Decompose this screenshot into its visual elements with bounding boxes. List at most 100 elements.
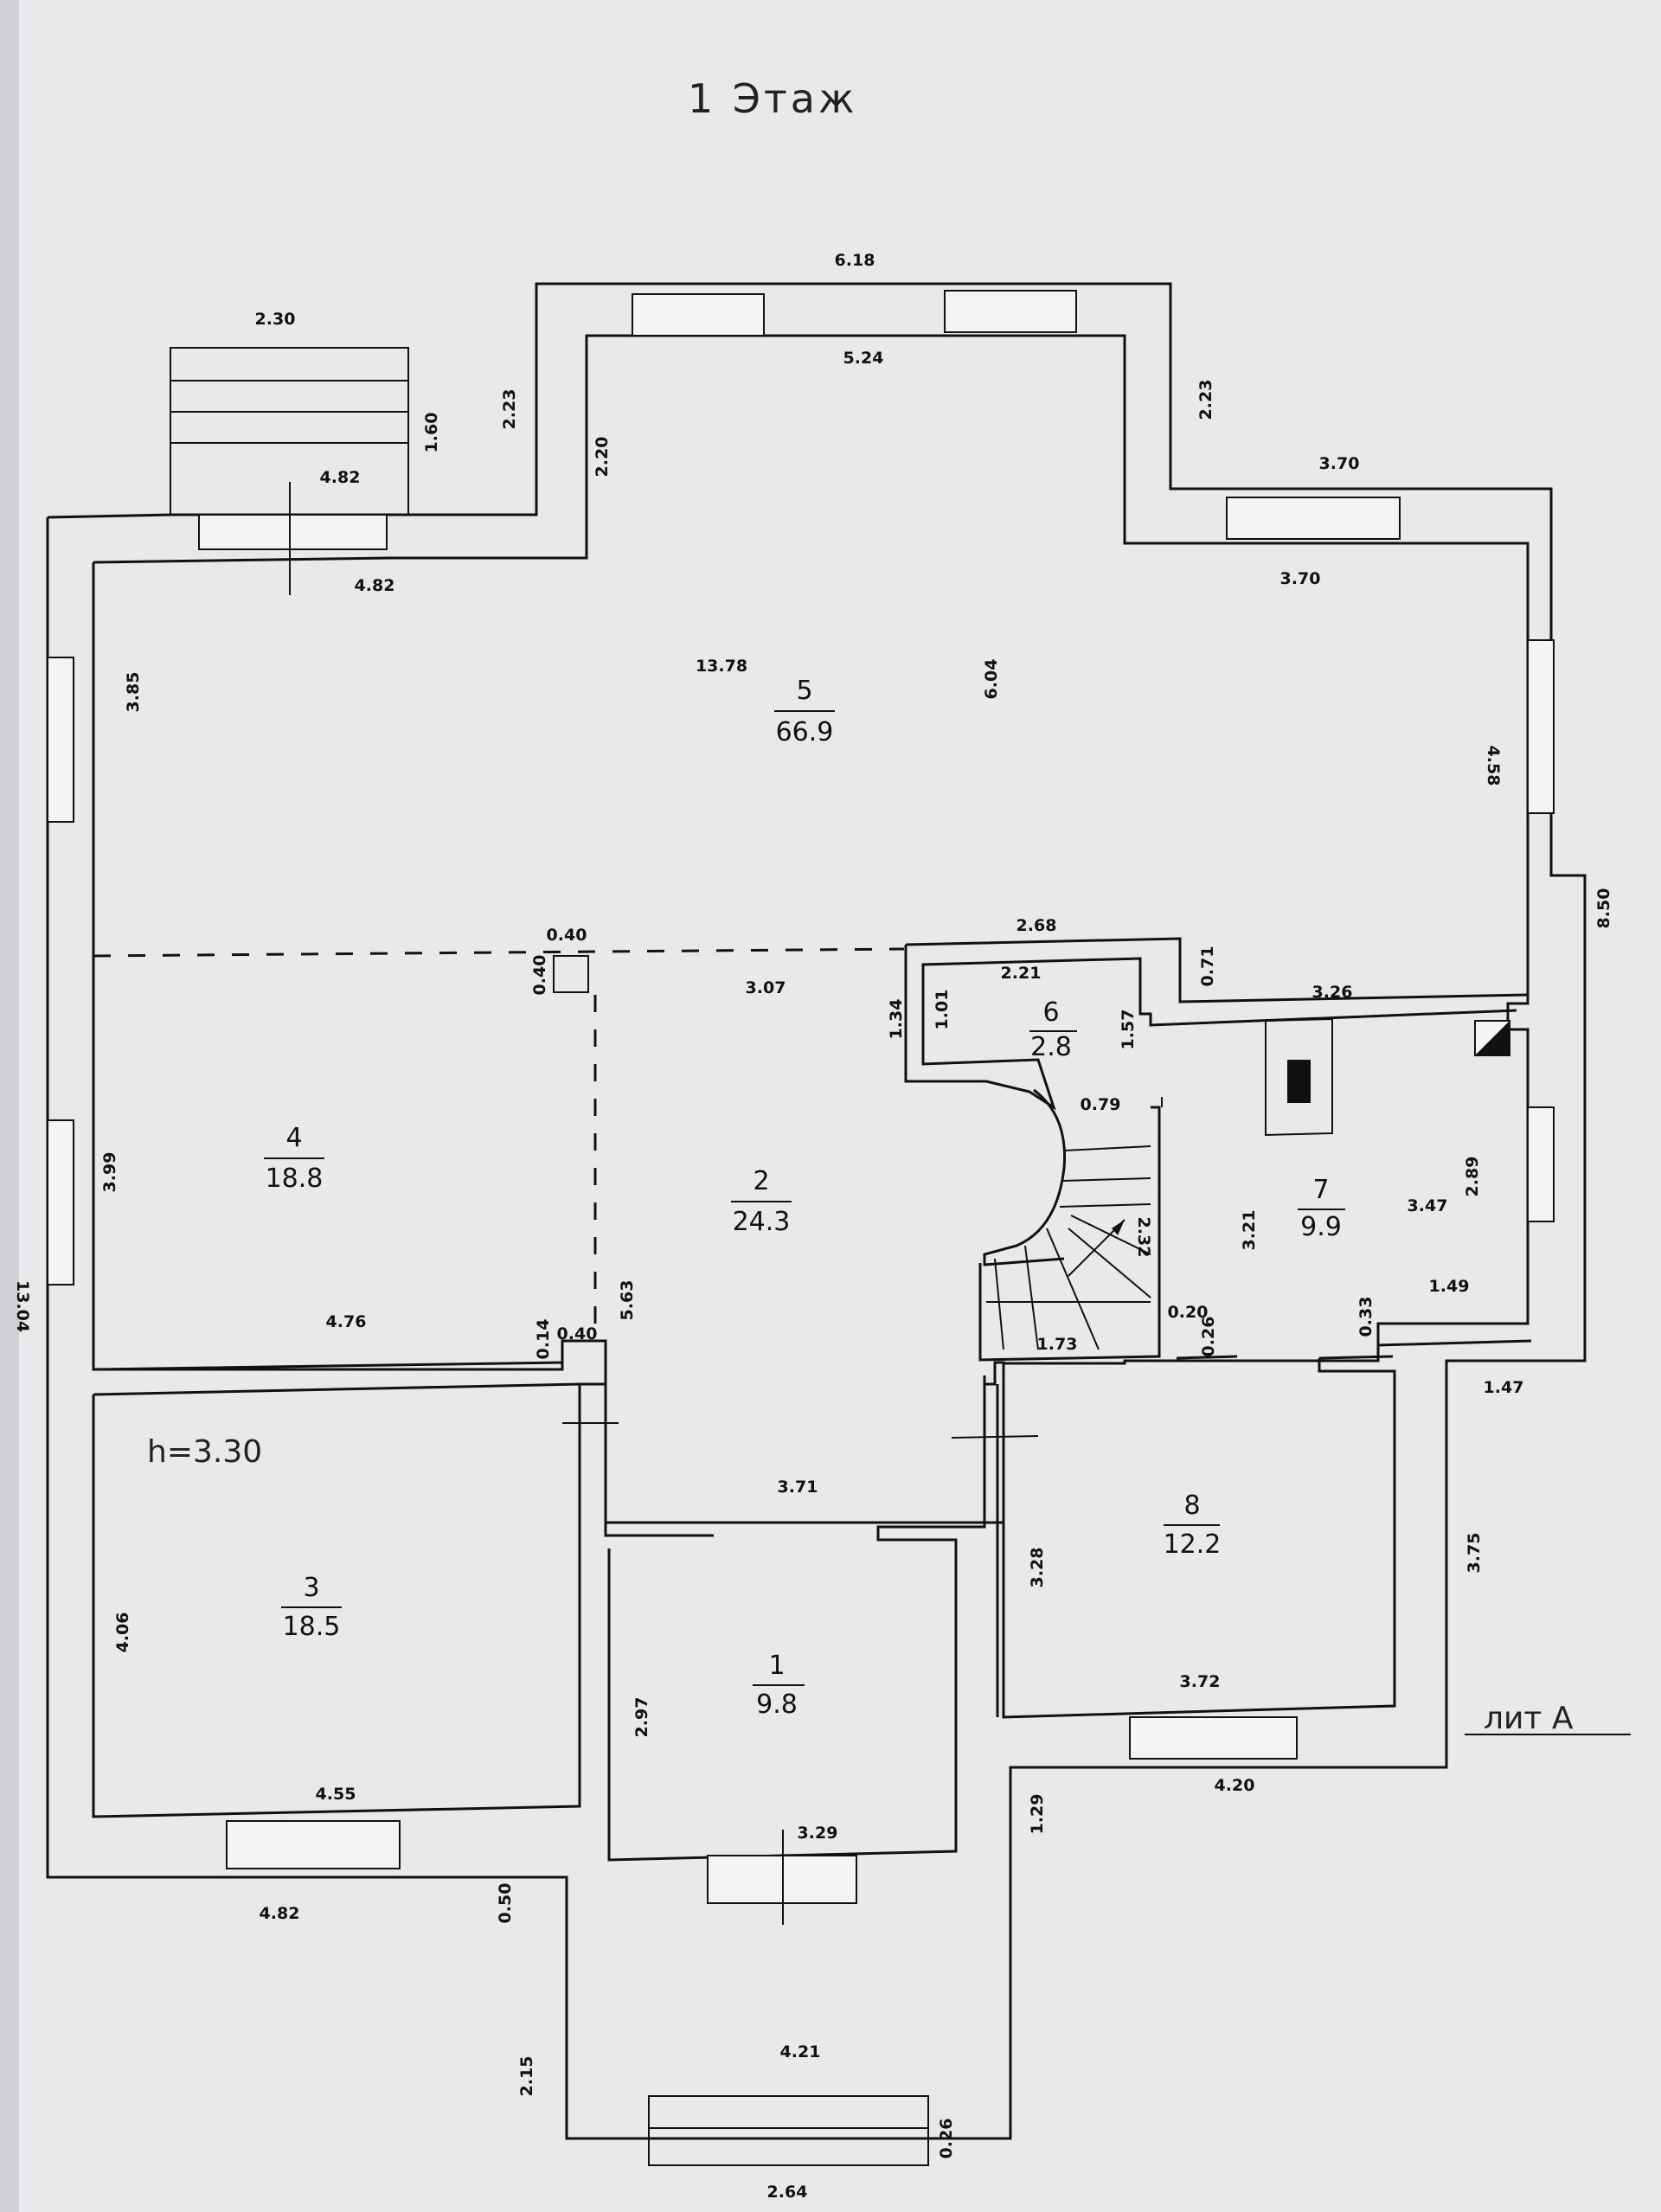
dimension: 3.07 bbox=[746, 978, 786, 997]
window bbox=[47, 1119, 74, 1286]
stair-step bbox=[1061, 1177, 1151, 1182]
room-number: 6 bbox=[1042, 997, 1059, 1028]
page-binding-edge bbox=[0, 0, 19, 2212]
room7-doorway bbox=[1176, 1355, 1238, 1360]
dimension: 5.24 bbox=[843, 349, 884, 368]
dimension: 4.82 bbox=[355, 576, 395, 595]
room1-walls bbox=[607, 1375, 986, 1862]
dimension: 6.18 bbox=[835, 251, 875, 270]
letter-label: лит А bbox=[1484, 1701, 1574, 1736]
dimension: 0.14 bbox=[534, 1319, 553, 1360]
dimension: 0.40 bbox=[547, 926, 587, 945]
dimension: 13.78 bbox=[696, 657, 747, 676]
dimension: 5.63 bbox=[618, 1280, 637, 1321]
plan-title: 1 Этаж bbox=[688, 75, 857, 122]
room-4: 4 18.8 bbox=[264, 1123, 324, 1194]
room-area: 66.9 bbox=[776, 717, 834, 747]
window bbox=[1527, 639, 1555, 814]
window bbox=[47, 657, 74, 823]
room-number: 5 bbox=[796, 676, 812, 706]
stair-step bbox=[1068, 1228, 1151, 1298]
room6-outer bbox=[905, 937, 1528, 1003]
room-5: 5 66.9 bbox=[774, 676, 835, 747]
dimension: 2.89 bbox=[1463, 1157, 1482, 1197]
room-number: 2 bbox=[753, 1166, 769, 1196]
fireplace-firebox bbox=[1287, 1060, 1311, 1103]
fireplace bbox=[1265, 1017, 1333, 1137]
dimension: 4.82 bbox=[320, 468, 361, 487]
dimension: 3.72 bbox=[1180, 1672, 1221, 1691]
dimension: 3.70 bbox=[1319, 454, 1360, 473]
dimension: 3.71 bbox=[778, 1478, 818, 1497]
stair-steps bbox=[1063, 1145, 1151, 1151]
stair-step bbox=[1024, 1245, 1039, 1350]
dimension: 4.55 bbox=[316, 1785, 356, 1804]
dimension: 0.40 bbox=[557, 1324, 598, 1343]
room-number: 4 bbox=[285, 1123, 302, 1153]
room-3: 3 18.5 bbox=[281, 1573, 342, 1642]
stair-step bbox=[1059, 1203, 1151, 1208]
window bbox=[198, 514, 388, 550]
outer-wall bbox=[46, 282, 1587, 2140]
dimension: 4.58 bbox=[1484, 746, 1503, 786]
dimension: 2.30 bbox=[255, 310, 296, 329]
room-number: 3 bbox=[303, 1573, 319, 1603]
stair-step bbox=[1070, 1215, 1151, 1255]
dimension: 0.71 bbox=[1198, 946, 1217, 987]
room3-right-wall bbox=[580, 1382, 714, 1537]
dimension: 2.21 bbox=[1001, 964, 1042, 983]
dimension: 1.34 bbox=[887, 999, 906, 1040]
room7-step-wall bbox=[1318, 1355, 1394, 1360]
dimension: 4.76 bbox=[326, 1312, 367, 1331]
stair-step bbox=[1046, 1228, 1100, 1350]
dimension: 2.23 bbox=[1196, 380, 1215, 420]
room-area: 9.8 bbox=[756, 1689, 798, 1720]
dimension: 2.32 bbox=[1134, 1217, 1153, 1258]
dimension: 3.21 bbox=[1240, 1210, 1259, 1251]
dimension: 0.79 bbox=[1081, 1095, 1121, 1114]
dimension: 1.73 bbox=[1037, 1335, 1078, 1354]
room8-walls bbox=[984, 1358, 1396, 1719]
edge-dimension: 13.04 bbox=[13, 1280, 32, 1332]
dimension: 0.26 bbox=[937, 2119, 956, 2159]
room-number: 7 bbox=[1312, 1175, 1329, 1205]
room4-bottom-wall bbox=[93, 1339, 606, 1371]
dimension: 2.64 bbox=[767, 2183, 808, 2202]
room3-walls bbox=[92, 1382, 581, 1818]
ceiling-height-note: h=3.30 bbox=[147, 1434, 262, 1470]
dimension: 1.60 bbox=[422, 413, 441, 453]
room7-right-wall bbox=[1376, 1324, 1532, 1347]
dimension: 0.40 bbox=[530, 955, 549, 996]
door-mark bbox=[951, 1435, 1039, 1439]
zone-divider bbox=[93, 947, 905, 958]
dimension: 3.47 bbox=[1408, 1196, 1448, 1215]
dimension: 1.01 bbox=[933, 990, 952, 1030]
dimension: 0.20 bbox=[1168, 1303, 1209, 1322]
pillar bbox=[553, 955, 589, 993]
room-1: 1 9.8 bbox=[753, 1651, 805, 1720]
dimension: 1.49 bbox=[1429, 1277, 1470, 1296]
dimension: 1.47 bbox=[1484, 1378, 1524, 1397]
dimension: 3.70 bbox=[1280, 569, 1321, 588]
window bbox=[944, 290, 1077, 333]
room6-wall bbox=[904, 945, 1517, 1111]
room-area: 2.8 bbox=[1030, 1032, 1072, 1062]
dimension: 2.97 bbox=[632, 1697, 651, 1738]
room-area: 18.5 bbox=[283, 1612, 341, 1642]
stair-box bbox=[978, 1106, 1161, 1362]
dimension: 0.33 bbox=[1356, 1297, 1376, 1337]
dimension: 2.15 bbox=[517, 2056, 536, 2097]
dimension: 0.26 bbox=[1199, 1317, 1218, 1357]
dimension: 3.28 bbox=[1028, 1548, 1047, 1588]
room-6: 6 2.8 bbox=[1029, 997, 1077, 1062]
window bbox=[226, 1820, 401, 1869]
room-area: 12.2 bbox=[1164, 1529, 1222, 1560]
dimension: 3.99 bbox=[100, 1152, 119, 1193]
dimension: 3.85 bbox=[124, 672, 143, 713]
room-number: 1 bbox=[768, 1651, 785, 1681]
window bbox=[1226, 497, 1401, 540]
room-area: 24.3 bbox=[733, 1207, 791, 1237]
dimension: 3.26 bbox=[1312, 983, 1353, 1002]
dimension: 0.50 bbox=[496, 1883, 515, 1924]
